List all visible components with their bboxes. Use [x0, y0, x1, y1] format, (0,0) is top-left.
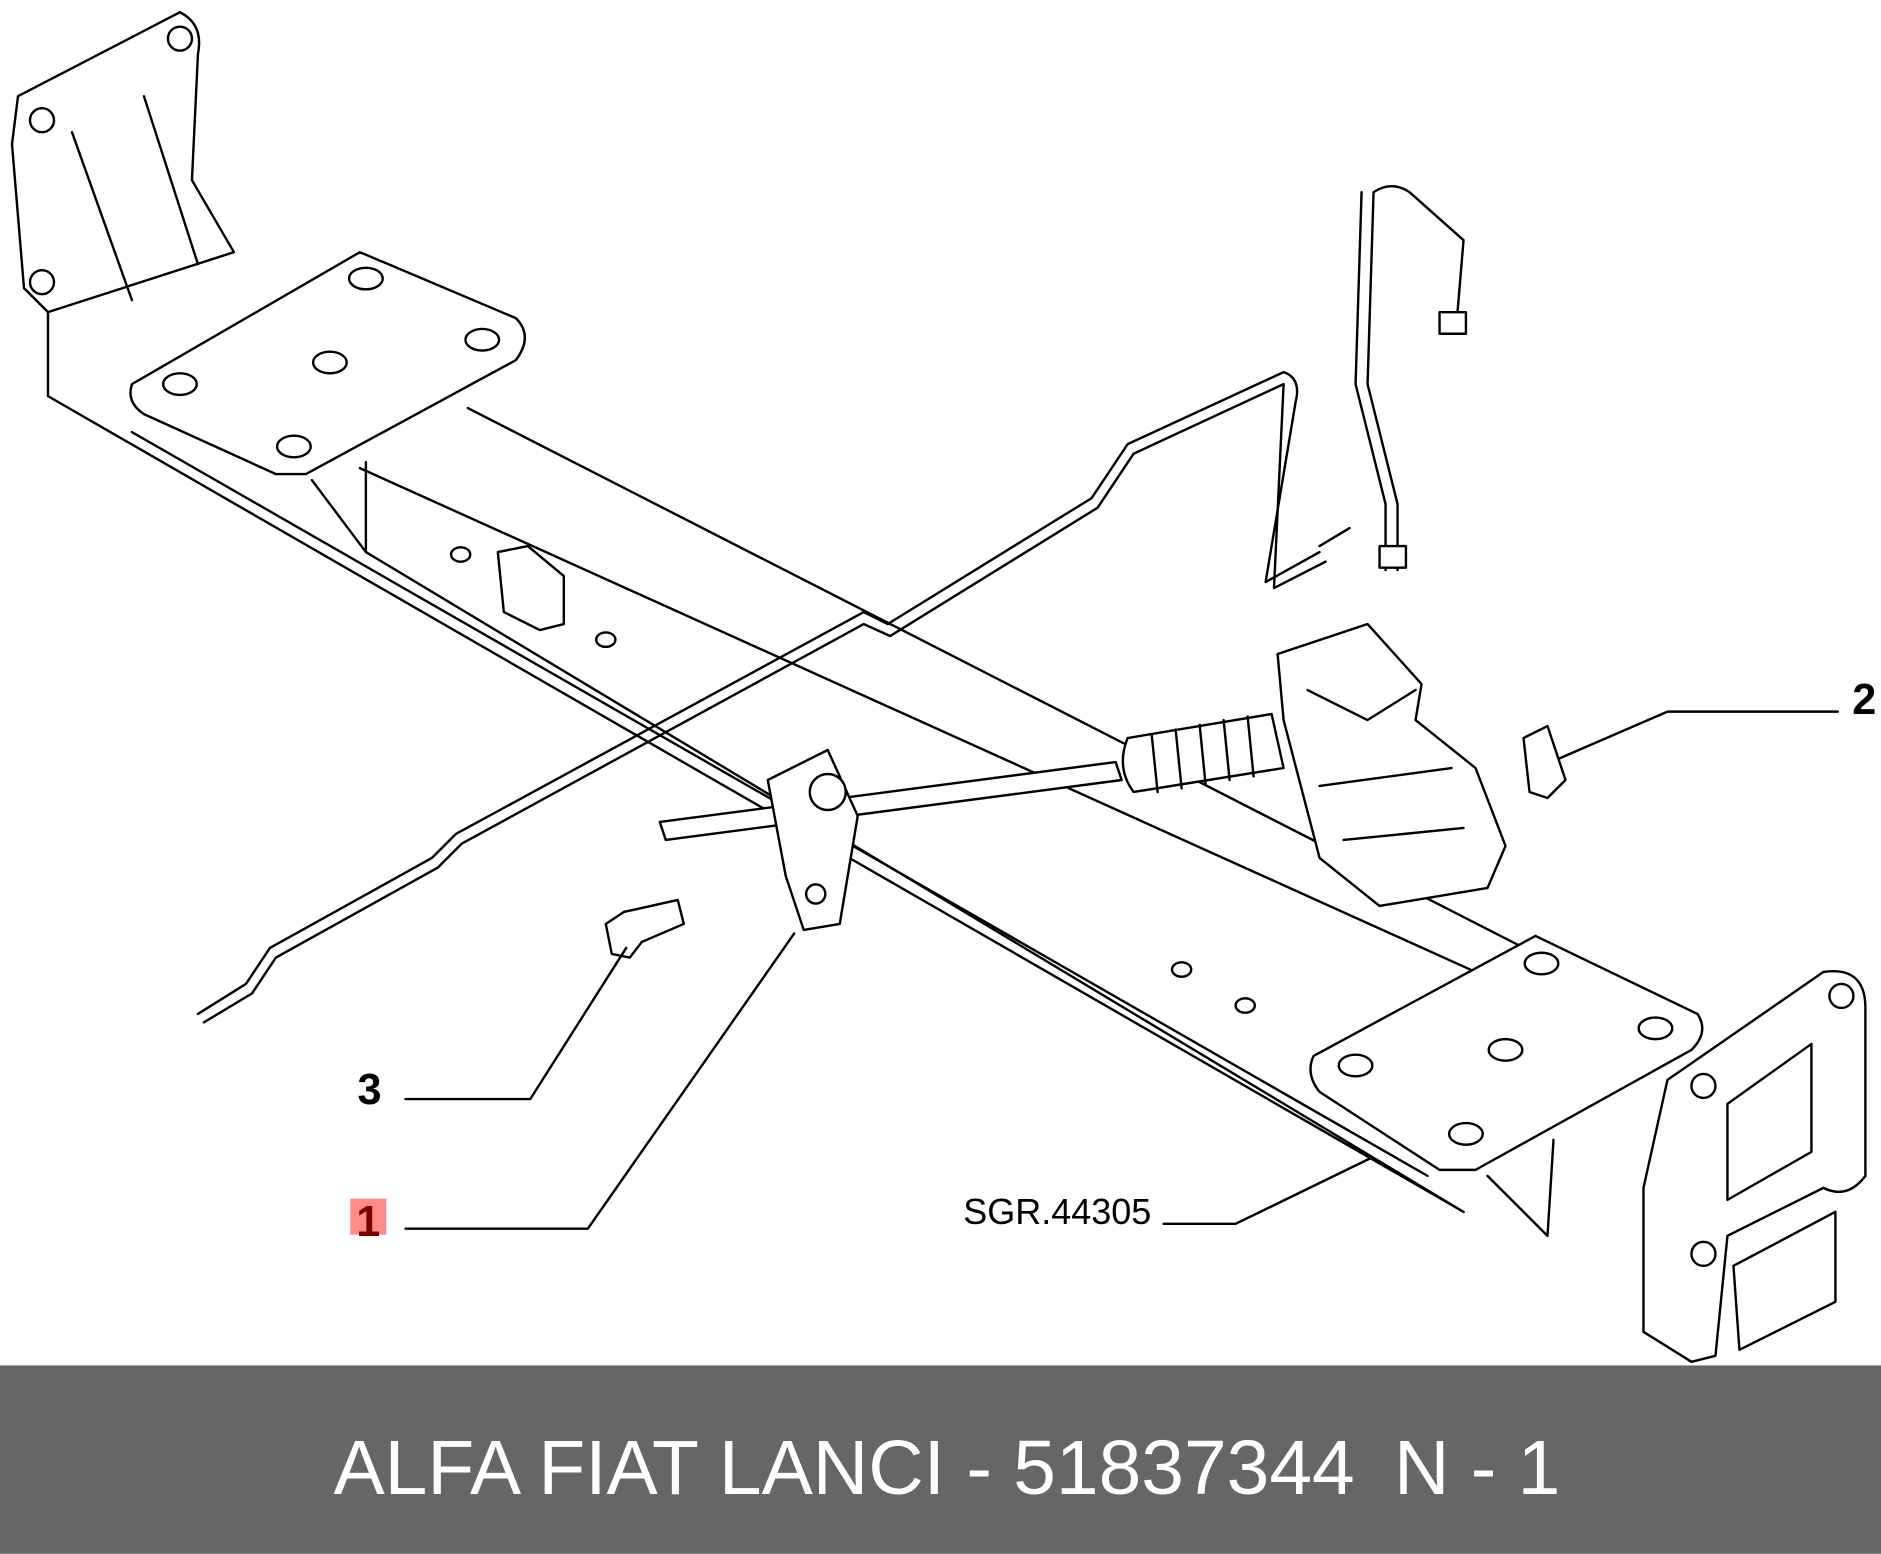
leader-line-3 [404, 946, 628, 1101]
crossmember [10, 11, 1867, 1364]
callout-1[interactable]: 1 [356, 1198, 380, 1246]
bolt-part-2 [1522, 724, 1567, 800]
leader-line-2 [1558, 710, 1840, 760]
footer-part-text: ALFA FIAT LANCI - 51837344 [333, 1426, 1354, 1511]
brake-pipe [196, 184, 1468, 1024]
footer-band [0, 1365, 1881, 1554]
callout-1-highlight [350, 1198, 387, 1235]
reference-label: SGR.44305 [963, 1191, 1151, 1232]
bolt-part-3 [604, 898, 685, 959]
footer-quantity-text: N - 1 [1394, 1426, 1560, 1511]
leveling-sensor [658, 622, 1507, 932]
callout-3[interactable]: 3 [357, 1066, 381, 1114]
leader-line-1 [404, 932, 796, 1230]
leader-line-ref [1162, 1156, 1373, 1226]
callout-2[interactable]: 2 [1852, 676, 1876, 724]
